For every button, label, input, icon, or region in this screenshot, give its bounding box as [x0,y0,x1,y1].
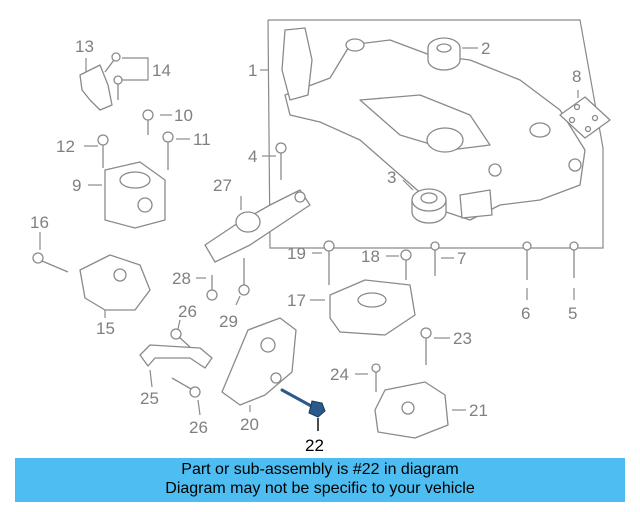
part-22-bolt-highlighted[interactable] [280,388,326,418]
part-9-mount[interactable] [104,161,166,229]
callout-2: 2 [481,39,490,58]
banner-line-disclaimer: Diagram may not be specific to your vehi… [165,480,475,497]
callout-24: 24 [330,365,349,384]
callout-3: 3 [387,168,396,187]
part-25-link-arm[interactable] [139,344,213,369]
part-20-bracket[interactable] [221,317,297,406]
part-3-bushing[interactable] [411,188,447,224]
part-15-bracket[interactable] [79,254,151,311]
part-4-bolt[interactable] [275,142,287,180]
callout-17: 17 [287,291,306,310]
part-18-bolt[interactable] [400,249,412,280]
part-26-bolt-lower[interactable] [171,377,201,398]
part-13-bracket[interactable] [79,64,113,111]
part-21-mount[interactable] [374,381,449,439]
part-19-bolt[interactable] [323,240,335,285]
part-16-bolt[interactable] [32,252,69,273]
callout-23: 23 [453,329,472,348]
banner-line-part: Part or sub-assembly is #22 in diagram [181,461,459,478]
callout-1: 1 [248,61,257,80]
part-12-bolt[interactable] [97,134,109,168]
callout-13: 13 [75,37,94,56]
callout-labels: 1 2 3 4 5 6 7 8 9 10 11 12 13 14 15 16 1… [30,37,581,455]
part-6-bolt[interactable] [522,241,532,280]
callout-6: 6 [521,304,530,323]
callout-21: 21 [469,401,488,420]
part-11-bolt[interactable] [162,131,174,170]
callout-7: 7 [457,249,466,268]
part-17-mount[interactable] [329,279,416,336]
part-28-bolt[interactable] [206,275,218,301]
part-23-bolt[interactable] [420,327,432,365]
callout-18: 18 [361,247,380,266]
callout-14: 14 [152,61,171,80]
part-7-bolt[interactable] [430,241,440,276]
callout-12: 12 [56,137,75,156]
callout-29: 29 [219,312,238,331]
callout-25: 25 [140,389,159,408]
part-5-bolt[interactable] [569,241,579,278]
callout-28: 28 [172,269,191,288]
callout-20: 20 [240,415,259,434]
callout-8: 8 [572,67,581,86]
part-1-subframe[interactable] [267,19,604,249]
part-27-torque-rod[interactable] [204,189,311,263]
part-26-bolt-upper[interactable] [170,328,191,348]
callout-22: 22 [305,436,324,455]
part-29-bolt[interactable] [238,258,250,296]
callout-4: 4 [248,147,257,166]
part-8-plate[interactable] [559,96,611,139]
callout-15: 15 [96,319,115,338]
exploded-parts-diagram: 1 2 3 4 5 6 7 8 9 10 11 12 13 14 15 16 1… [30,19,611,455]
callout-26-upper: 26 [178,302,197,321]
callout-26-lower: 26 [189,418,208,437]
callout-27: 27 [213,176,232,195]
callout-19: 19 [287,244,306,263]
part-info-banner: Part or sub-assembly is #22 in diagram D… [15,458,625,502]
callout-11: 11 [193,130,211,149]
part-14-bolts[interactable] [104,52,123,100]
part-24-bolt[interactable] [371,363,381,392]
leader-lines [39,47,579,431]
callout-10: 10 [174,106,193,125]
part-10-bolt[interactable] [142,109,154,135]
callout-9: 9 [72,176,81,195]
callout-5: 5 [568,304,577,323]
part-2-bushing[interactable] [427,37,461,71]
callout-16: 16 [30,213,49,232]
